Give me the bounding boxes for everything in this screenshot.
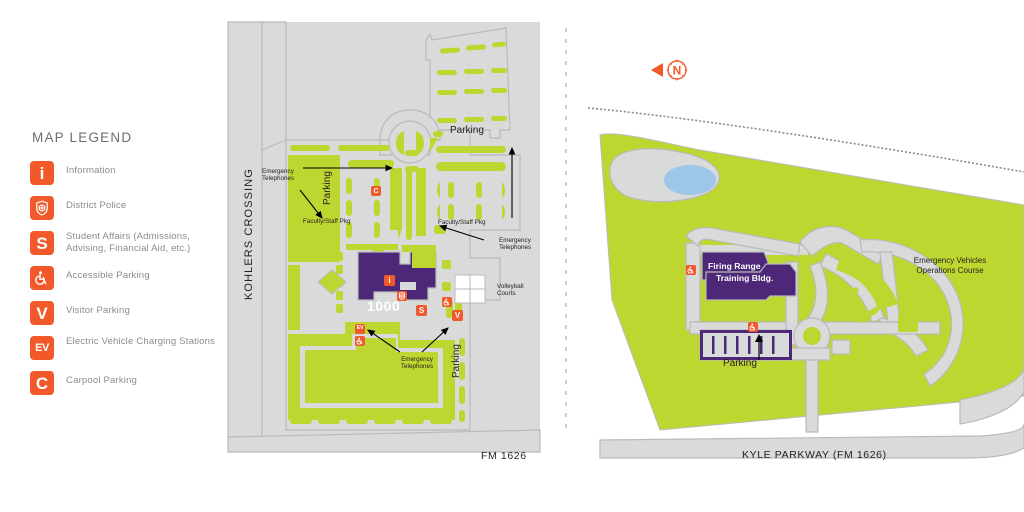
left-campus-map [227,21,541,453]
legend-label-district-police: District Police [66,200,127,211]
north-arrow-compass: N [651,59,688,81]
police-badge-icon [30,196,54,220]
accessible-pin-east[interactable] [442,297,452,307]
accessible-parking-icon [30,266,54,290]
information-pin-glyph: i [388,275,391,285]
legend-label-accessible-parking: Accessible Parking [66,270,150,281]
legend-item-accessible-parking[interactable]: Accessible Parking [30,266,230,290]
police-pin[interactable] [397,291,407,301]
carpool-parking-icon: C [30,371,54,395]
ev-pin-glyph: EV [356,325,364,332]
accessible-pin-upper[interactable] [686,265,696,275]
emergency-telephones-label-south: Emergency Telephones [400,356,434,371]
volleyball-courts-label: Volleyball Courts [497,283,524,298]
svg-text:N: N [673,64,682,78]
carpool-pin[interactable]: C [371,186,381,196]
electric-vehicle-icon: EV [30,336,54,360]
legend-item-information[interactable]: i Information [30,161,230,185]
parking-label-north: Parking [450,125,484,136]
building-1000-label: 1000 [367,298,401,314]
legend-label-electric-vehicle: Electric Vehicle Charging Stations [66,336,216,347]
accessible-pin-west[interactable] [355,336,365,346]
legend-title: MAP LEGEND [32,130,133,145]
legend-item-electric-vehicle[interactable]: EV Electric Vehicle Charging Stations [30,336,230,360]
legend-item-visitor-parking[interactable]: V Visitor Parking [30,301,230,325]
legend-label-carpool-parking: Carpool Parking [66,375,138,386]
faculty-staff-label-east: Faculty/Staff Pkg [438,219,486,226]
map-legend: MAP LEGEND i Information District Police… [30,130,230,406]
parking-label-mid: Parking [322,171,333,205]
student-affairs-icon: S [30,231,54,255]
visitor-pin[interactable]: V [452,310,463,321]
visitor-pin-glyph: V [454,310,461,320]
firing-range-label: Firing Range [708,261,761,271]
legend-label-student-affairs: Student Affairs (Admissions, Advising, F… [66,231,191,254]
legend-item-student-affairs[interactable]: S Student Affairs (Admissions, Advising,… [30,231,230,255]
ev-pin[interactable]: EV [355,324,365,334]
legend-item-carpool-parking[interactable]: C Carpool Parking [30,371,230,395]
information-pin[interactable]: i [384,275,395,286]
emergency-telephones-label-nw: Emergency Telephones [262,168,295,183]
road-label-kyle-parkway: KYLE PARKWAY (FM 1626) [742,449,887,461]
student-affairs-pin-glyph: S [418,305,425,315]
parking-label-right: Parking [723,358,757,369]
faculty-staff-label-west: Faculty/Staff Pkg [303,218,351,225]
student-affairs-pin[interactable]: S [416,305,427,316]
evoc-label: Emergency Vehicles Operations Course [913,256,987,275]
legend-label-visitor-parking: Visitor Parking [66,305,130,316]
accessible-pin-lot[interactable] [748,322,758,332]
road-label-kohlers-crossing: KOHLERS CROSSING [243,168,255,300]
legend-label-information: Information [66,165,116,176]
carpool-pin-glyph: C [373,187,379,195]
legend-item-district-police[interactable]: District Police [30,196,230,220]
training-building-label: Training Bldg. [716,273,774,283]
parking-label-east: Parking [451,344,462,378]
road-label-fm-1626: FM 1626 [481,450,527,462]
information-icon: i [30,161,54,185]
right-campus-map [587,107,1024,459]
parking-pointer-arrow [755,334,763,360]
visitor-parking-icon: V [30,301,54,325]
emergency-telephones-label-ne: Emergency Telephones [499,237,532,252]
